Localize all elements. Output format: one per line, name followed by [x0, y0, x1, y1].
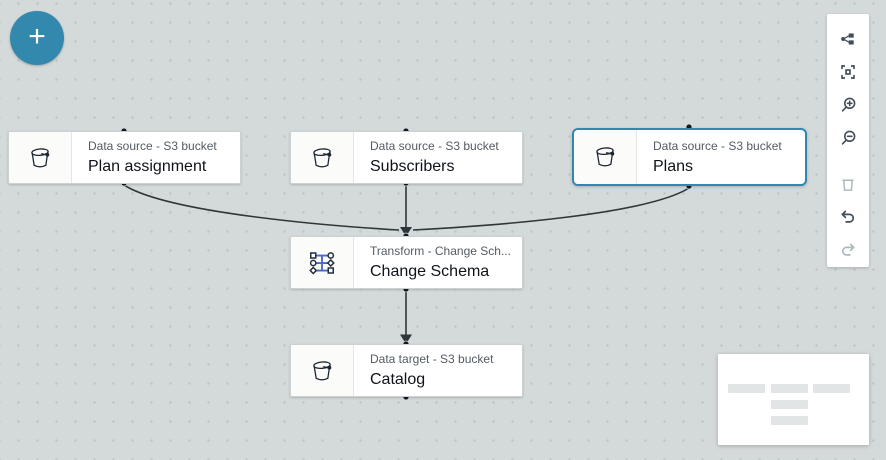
node-name-label: Subscribers [370, 158, 455, 175]
zoom-in-button[interactable] [827, 88, 869, 121]
node-text: Data source - S3 bucket Plan assignment [72, 132, 240, 183]
minimap-node-bar [771, 400, 808, 409]
minimap-node-bar [813, 384, 850, 393]
node-text: Data source - S3 bucket Plans [637, 130, 805, 184]
node-text: Transform - Change Sch... Change Schema [354, 237, 522, 288]
node-plan-assignment[interactable]: Data source - S3 bucket Plan assignment [8, 131, 241, 184]
redo-icon [841, 243, 855, 257]
node-text: Data source - S3 bucket Subscribers [354, 132, 522, 183]
edge-arrowhead [400, 334, 412, 344]
layout-graph-button[interactable] [827, 22, 869, 55]
node-catalog[interactable]: Data target - S3 bucket Catalog [290, 344, 523, 397]
s3-bucket-icon [9, 132, 72, 183]
add-node-button[interactable]: + [10, 11, 64, 65]
node-type-label: Data source - S3 bucket [88, 139, 217, 153]
fit-to-screen-icon [841, 64, 855, 79]
node-type-label: Transform - Change Sch... [370, 244, 511, 258]
node-name-label: Catalog [370, 371, 426, 388]
fit-to-screen-button[interactable] [827, 55, 869, 88]
trash-icon [842, 179, 854, 192]
zoom-in-icon [841, 97, 855, 112]
s3-bucket-icon [291, 345, 354, 396]
node-change-schema[interactable]: Transform - Change Sch... Change Schema [290, 236, 523, 289]
node-subscribers[interactable]: Data source - S3 bucket Subscribers [290, 131, 523, 184]
delete-node-button[interactable] [827, 168, 869, 201]
s3-bucket-icon [574, 130, 637, 184]
redo-button[interactable] [827, 234, 869, 267]
zoom-out-icon [841, 131, 855, 146]
minimap[interactable] [718, 354, 869, 445]
minimap-node-bar [771, 384, 808, 393]
canvas-toolbar [827, 14, 869, 267]
node-type-label: Data target - S3 bucket [370, 352, 494, 366]
change-schema-icon [291, 237, 354, 288]
plus-icon: + [28, 19, 46, 53]
node-type-label: Data source - S3 bucket [653, 138, 782, 153]
undo-icon [841, 210, 855, 223]
edge [123, 184, 400, 231]
s3-bucket-icon [291, 132, 354, 183]
node-name-label: Plans [653, 157, 694, 175]
undo-button[interactable] [827, 201, 869, 234]
node-type-label: Data source - S3 bucket [370, 139, 499, 153]
node-name-label: Plan assignment [88, 158, 207, 175]
minimap-node-bar [771, 416, 808, 425]
minimap-node-bar [728, 384, 765, 393]
layout-graph-icon [841, 33, 854, 45]
node-text: Data target - S3 bucket Catalog [354, 345, 522, 396]
node-plans[interactable]: Data source - S3 bucket Plans [572, 128, 807, 186]
node-name-label: Change Schema [370, 263, 490, 280]
zoom-out-button[interactable] [827, 121, 869, 154]
edge [412, 187, 690, 231]
